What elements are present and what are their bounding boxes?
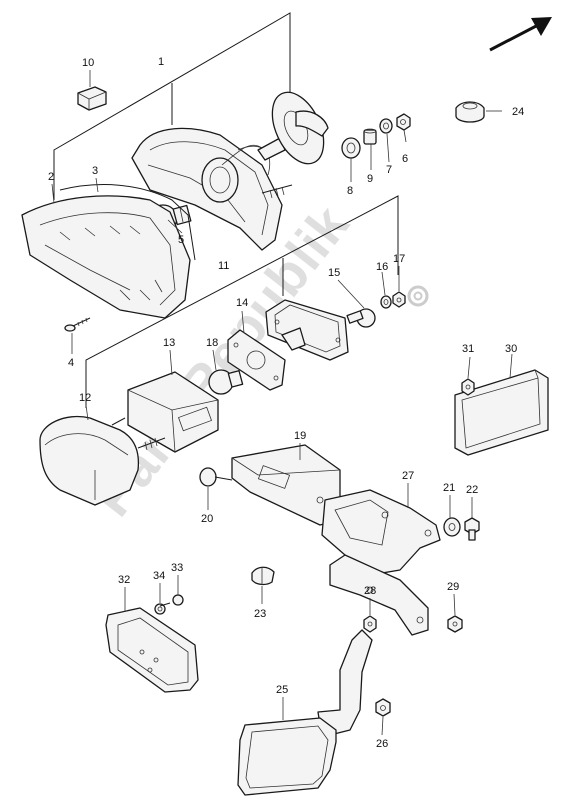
label-3[interactable]: 3 — [92, 165, 98, 177]
label-34[interactable]: 34 — [153, 570, 165, 582]
label-2[interactable]: 2 — [48, 171, 54, 183]
part-18-bulb[interactable] — [208, 369, 244, 395]
part-21-washer[interactable] — [443, 517, 461, 537]
front-direction-arrow-icon — [489, 17, 552, 52]
label-7[interactable]: 7 — [386, 164, 392, 176]
part-32-reflector[interactable] — [105, 607, 199, 693]
label-32[interactable]: 32 — [118, 574, 130, 586]
label-29[interactable]: 29 — [447, 581, 459, 593]
watermark-gear-icon — [407, 285, 429, 307]
part-13-cover[interactable] — [127, 371, 219, 453]
label-13[interactable]: 13 — [163, 337, 175, 349]
part-2-lens[interactable] — [21, 195, 191, 319]
label-19[interactable]: 19 — [294, 430, 306, 442]
label-11[interactable]: 11 — [218, 260, 229, 272]
label-20[interactable]: 20 — [201, 513, 213, 525]
assembly-11-bracket — [85, 195, 399, 408]
license-lamp-housing — [265, 299, 349, 361]
part-15-bolt[interactable] — [346, 308, 376, 328]
label-27[interactable]: 27 — [402, 470, 414, 482]
assembly-1-bracket — [53, 12, 291, 200]
part-4-screw[interactable] — [64, 317, 91, 332]
part-30-reflector[interactable] — [454, 369, 549, 456]
label-16[interactable]: 16 — [376, 261, 388, 273]
part-33-bolt[interactable] — [159, 594, 184, 607]
part-31-nut[interactable] — [461, 378, 475, 396]
label-9[interactable]: 9 — [367, 173, 373, 185]
label-8[interactable]: 8 — [347, 185, 353, 197]
bulb-socket-grommet — [221, 91, 329, 166]
part-1-housing[interactable] — [131, 127, 293, 251]
part-9-collar[interactable] — [363, 128, 377, 145]
label-25[interactable]: 25 — [276, 684, 288, 696]
label-12[interactable]: 12 — [79, 392, 91, 404]
part-14-socket-plate[interactable] — [227, 329, 286, 391]
part-number-labels: 10 1 2 3 5 4 6 7 8 9 24 11 14 15 16 17 1… — [48, 56, 524, 750]
part-6-nut[interactable] — [396, 113, 411, 131]
label-18[interactable]: 18 — [206, 337, 218, 349]
label-28[interactable]: 28 — [364, 585, 376, 597]
label-1[interactable]: 1 — [158, 56, 164, 68]
label-6[interactable]: 6 — [402, 153, 408, 165]
leader-lines — [51, 70, 513, 736]
part-34-washer[interactable] — [154, 603, 166, 615]
part-8-washer[interactable] — [341, 137, 361, 159]
part-12-turn-signal[interactable] — [39, 415, 166, 506]
label-24[interactable]: 24 — [512, 106, 524, 118]
part-26-nut[interactable] — [375, 698, 391, 717]
label-30[interactable]: 30 — [505, 343, 517, 355]
part-28-nut[interactable] — [363, 615, 377, 633]
label-15[interactable]: 15 — [328, 267, 340, 279]
part-17-nut[interactable] — [392, 291, 406, 308]
part-29-nut[interactable] — [447, 615, 463, 633]
part-24-grommet[interactable] — [455, 101, 485, 123]
part-22-bolt[interactable] — [464, 517, 480, 541]
part-25-reflector-bracket[interactable] — [237, 629, 373, 796]
part-27-bracket[interactable] — [321, 489, 441, 636]
part-7-washer[interactable] — [379, 118, 393, 134]
label-33[interactable]: 33 — [171, 562, 183, 574]
label-10[interactable]: 10 — [82, 57, 94, 69]
part-20-bolt[interactable] — [199, 467, 233, 487]
part-3-gasket[interactable] — [59, 184, 196, 261]
label-4[interactable]: 4 — [68, 357, 74, 369]
label-17[interactable]: 17 — [393, 253, 405, 265]
part-10-cushion[interactable] — [77, 86, 107, 111]
label-31[interactable]: 31 — [462, 343, 474, 355]
label-5[interactable]: 5 — [178, 234, 184, 246]
label-22[interactable]: 22 — [466, 484, 478, 496]
part-16-washer[interactable] — [380, 295, 392, 309]
part-23-bulb[interactable] — [251, 566, 275, 586]
label-26[interactable]: 26 — [376, 738, 388, 750]
label-23[interactable]: 23 — [254, 608, 266, 620]
label-14[interactable]: 14 — [236, 297, 248, 309]
label-21[interactable]: 21 — [443, 482, 455, 494]
